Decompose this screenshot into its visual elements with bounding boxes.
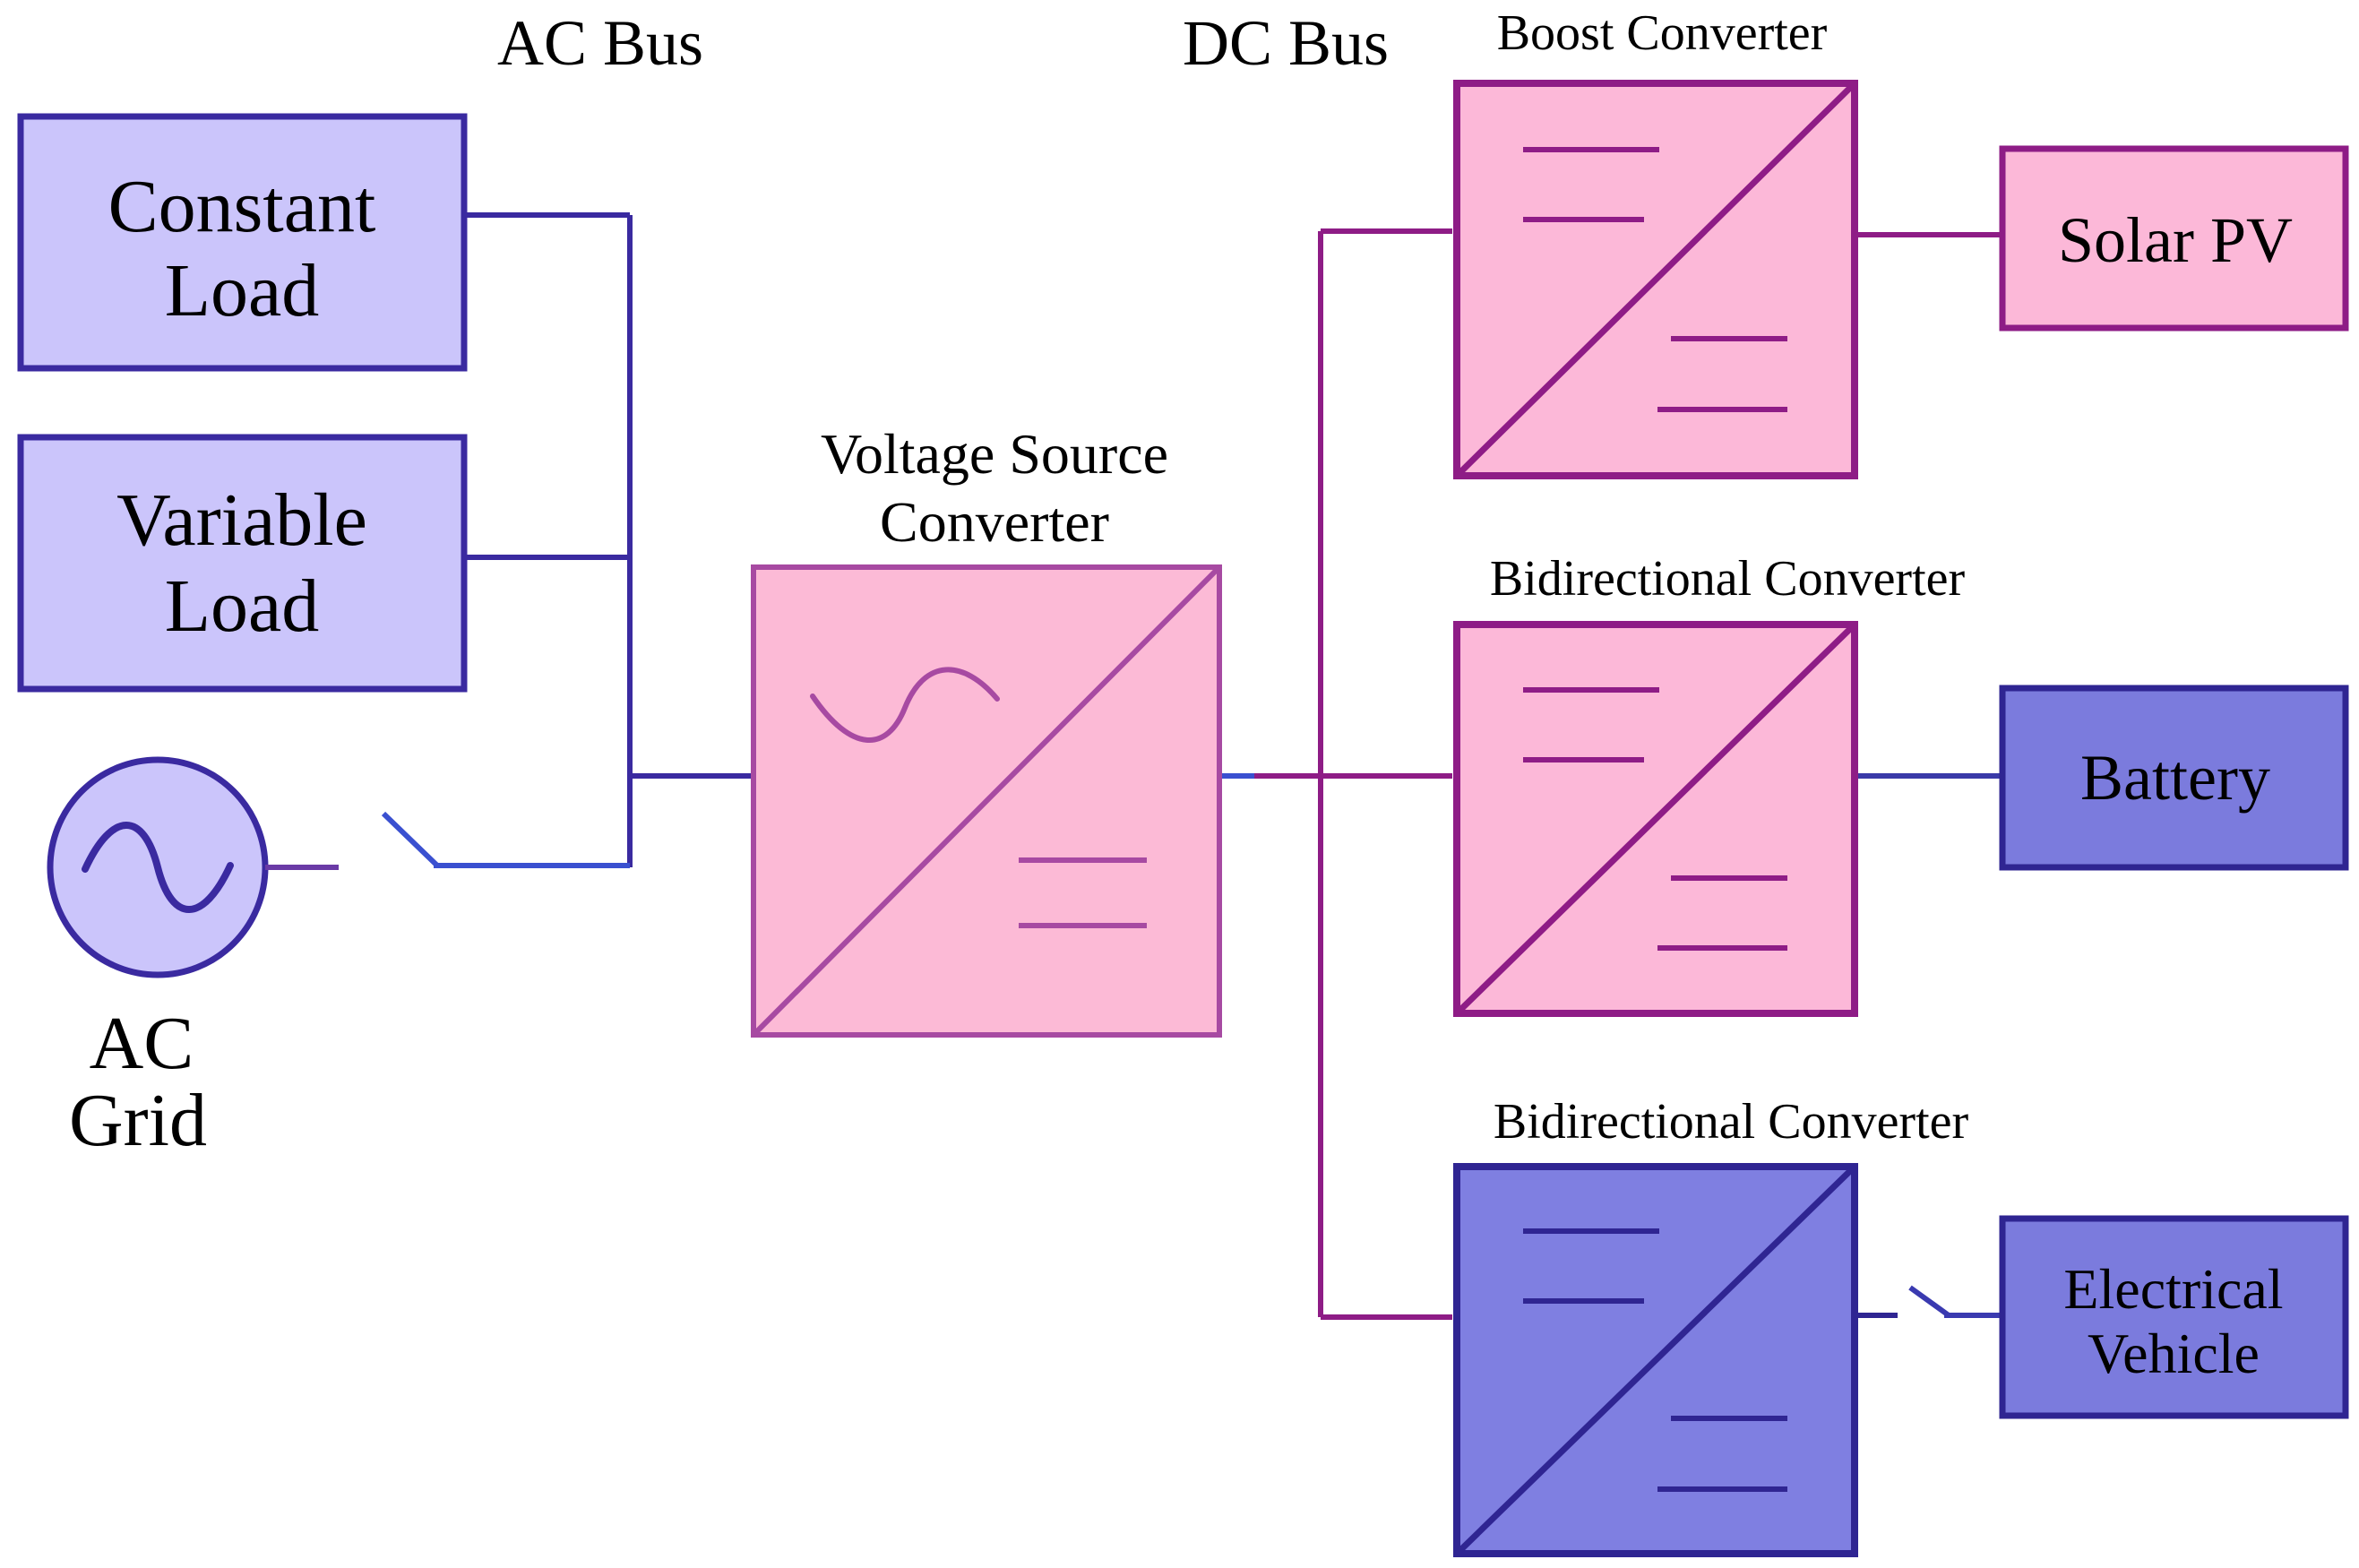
boost-converter-title: Boost Converter xyxy=(1497,5,1828,61)
solar-pv-label: Solar PV xyxy=(2058,204,2293,276)
dc-bus-label: DC Bus xyxy=(1183,7,1389,79)
ac-grid-label-line2: Grid xyxy=(69,1079,207,1162)
vsc-title-line1: Voltage Source xyxy=(821,422,1168,486)
battery-label: Battery xyxy=(2080,742,2270,814)
ac-grid: AC Grid xyxy=(47,756,630,1162)
solar-pv-block: Solar PV xyxy=(1999,145,2349,332)
dc-dc-converter-icon xyxy=(1453,80,1858,479)
variable-load-label-line2: Load xyxy=(165,564,320,648)
ev-converter-title: Bidirectional Converter xyxy=(1494,1094,1969,1150)
electrical-vehicle-block: Electrical Vehicle xyxy=(1999,1215,2349,1419)
constant-load-label-line2: Load xyxy=(165,249,320,332)
ev-bidirectional-converter: Bidirectional Converter xyxy=(1453,1094,2000,1557)
dc-dc-converter-icon xyxy=(1453,1163,1858,1557)
constant-load-block: Constant Load xyxy=(17,113,468,372)
grid-switch-icon xyxy=(381,811,630,868)
dc-bus xyxy=(1222,228,1452,1320)
vsc-title-line2: Converter xyxy=(880,490,1109,554)
ev-switch-icon xyxy=(1908,1285,2000,1318)
ev-label-line1: Electrical xyxy=(2063,1257,2283,1321)
ac-dc-converter-icon xyxy=(751,564,1222,1038)
ac-grid-label-line1: AC xyxy=(90,1002,194,1085)
boost-converter: Boost Converter xyxy=(1453,5,2000,479)
variable-load-block: Variable Load xyxy=(17,434,468,693)
battery-block: Battery xyxy=(1999,685,2349,871)
voltage-source-converter: Voltage Source Converter xyxy=(751,422,1222,1038)
ac-source-icon xyxy=(47,756,269,978)
ev-label-line2: Vehicle xyxy=(2088,1322,2260,1385)
variable-load-label-line1: Variable xyxy=(116,478,367,562)
ac-bus xyxy=(466,212,751,867)
ac-bus-label: AC Bus xyxy=(497,7,703,79)
battery-converter-title: Bidirectional Converter xyxy=(1490,551,1966,607)
dc-dc-converter-icon xyxy=(1453,621,1858,1017)
battery-bidirectional-converter: Bidirectional Converter xyxy=(1453,551,2000,1017)
constant-load-label-line1: Constant xyxy=(108,165,376,248)
